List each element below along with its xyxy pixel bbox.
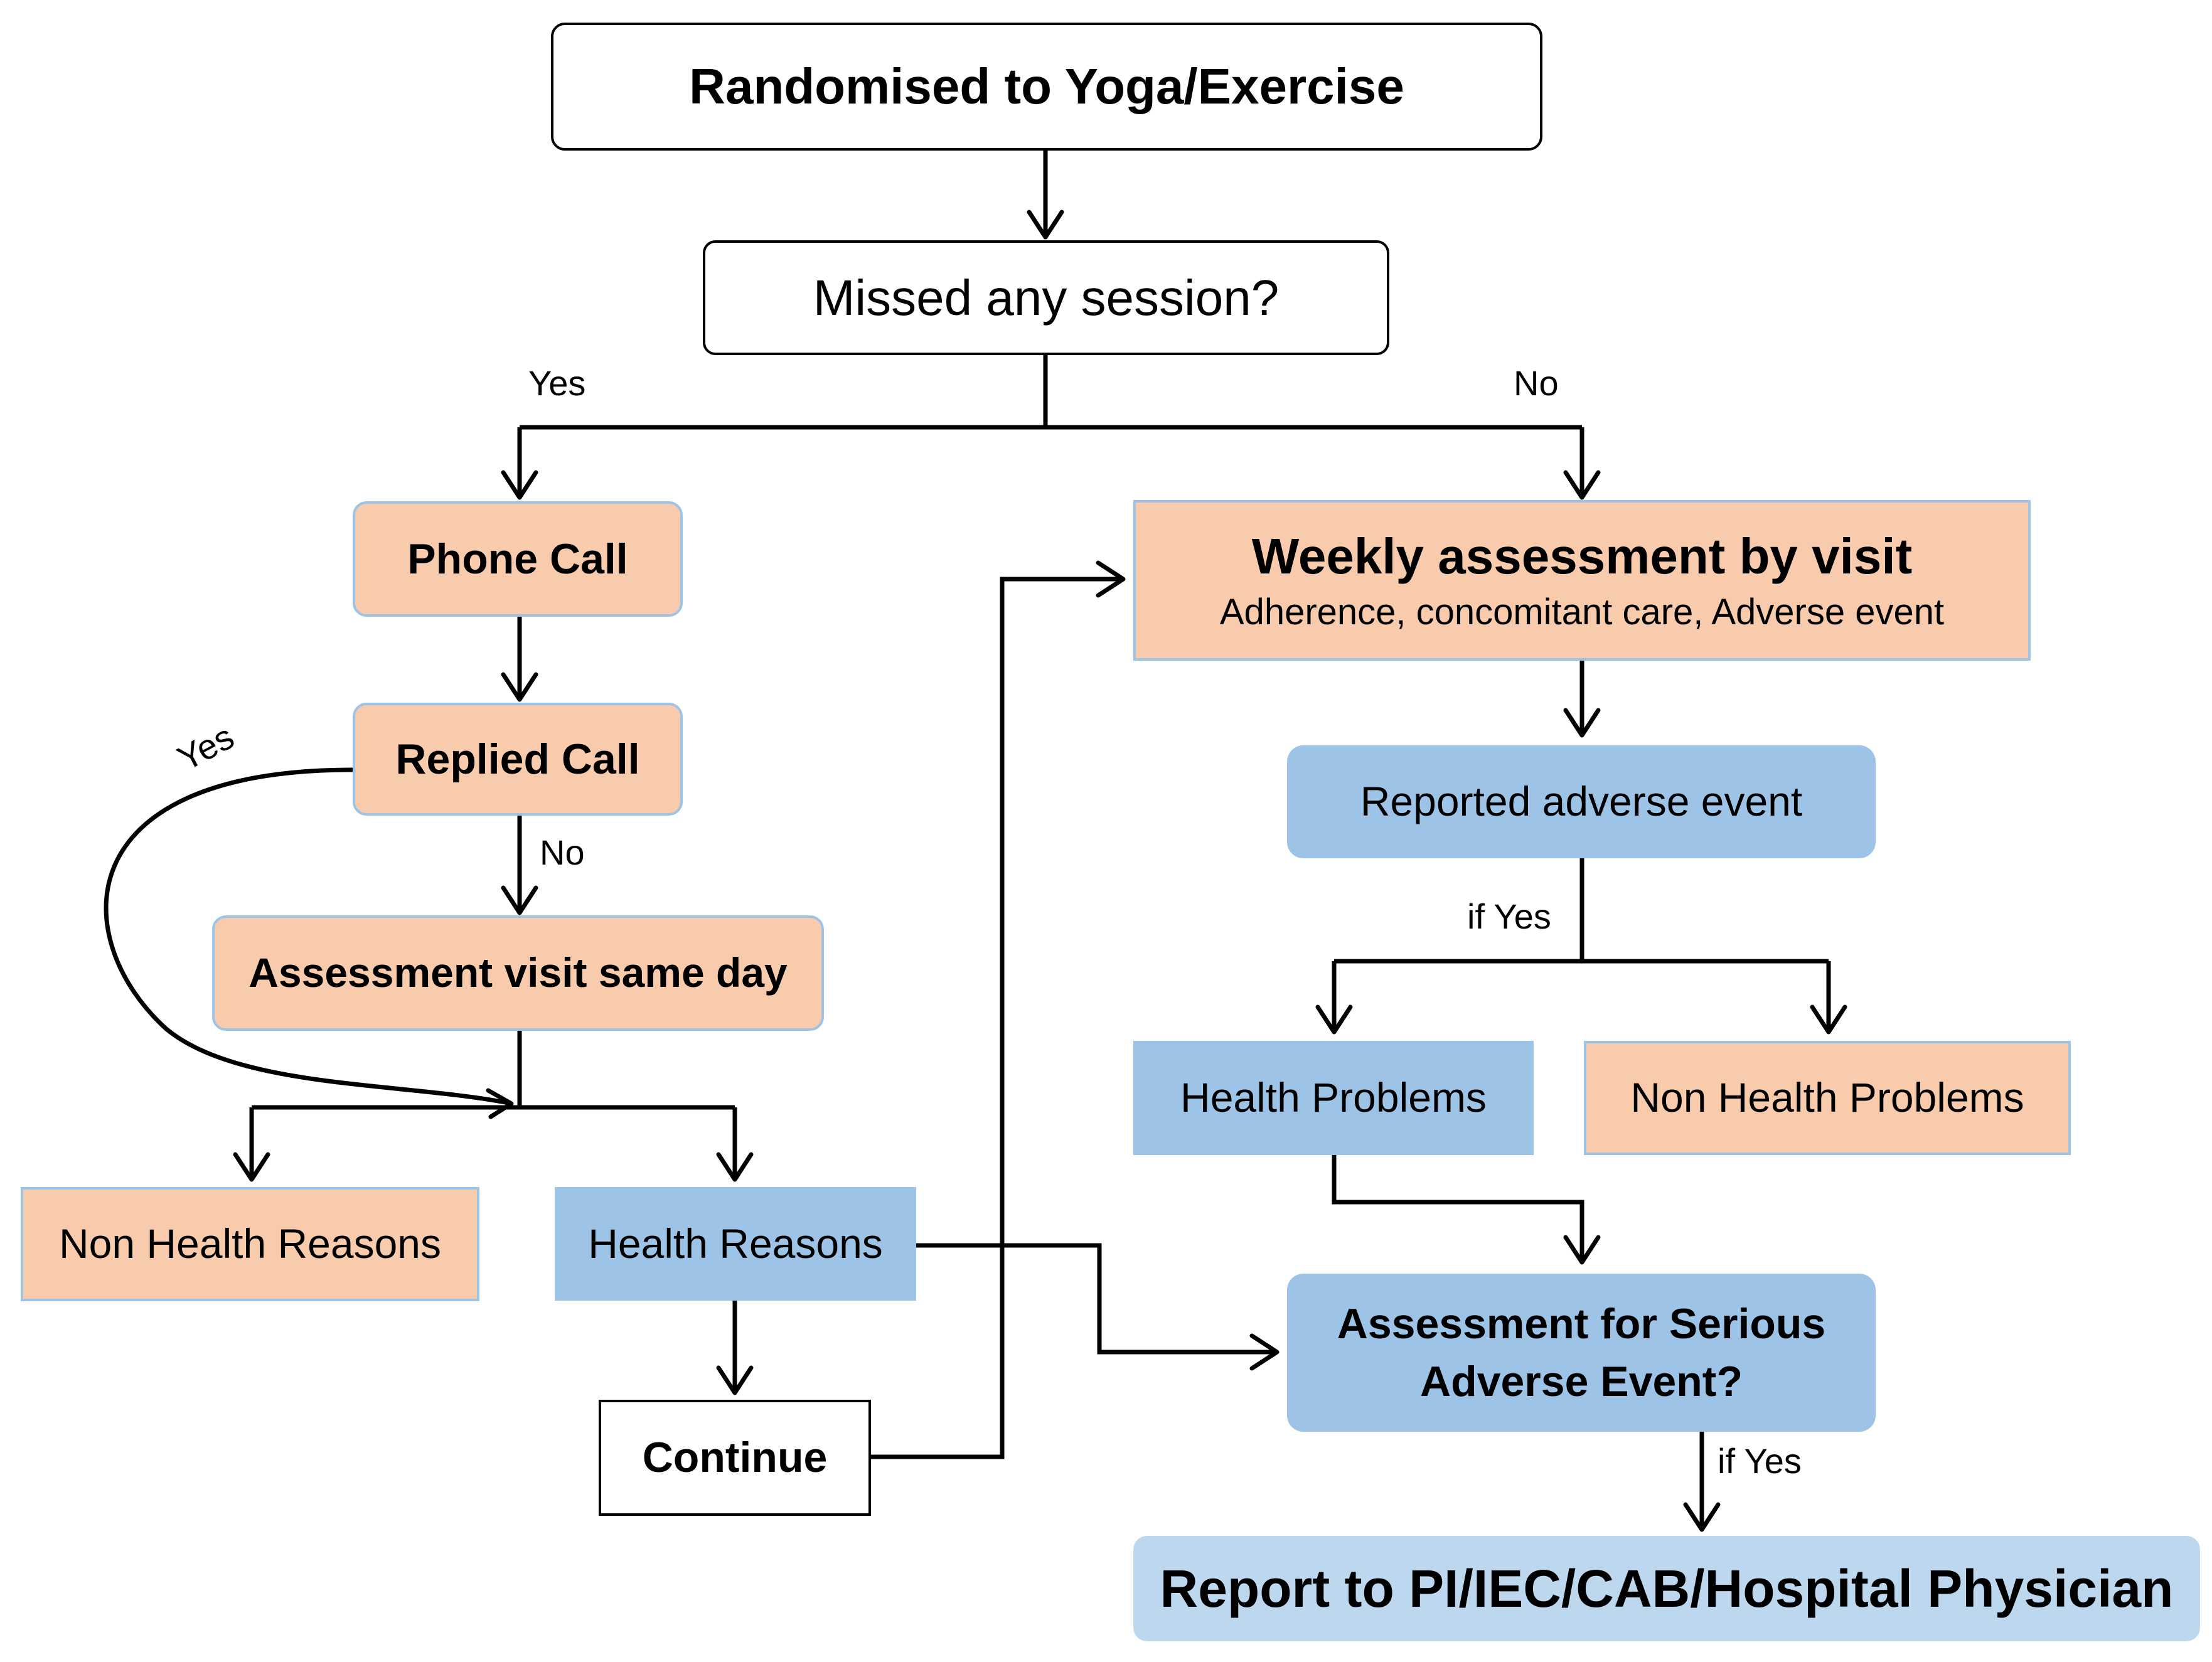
- label-no-replied: No: [540, 833, 585, 872]
- node-health-reasons-text: Health Reasons: [588, 1220, 883, 1267]
- arrowhead: [716, 1365, 754, 1395]
- node-weekly-assessment-subtitle: Adherence, concomitant care, Adverse eve…: [1219, 591, 1945, 632]
- node-replied-call-text: Replied Call: [395, 735, 640, 783]
- arrowhead: [716, 1152, 754, 1182]
- label-yes-missed: Yes: [528, 363, 586, 403]
- arrowhead: [486, 1088, 514, 1119]
- arrowhead: [1810, 1004, 1847, 1035]
- label-if-yes-reported: if Yes: [1467, 897, 1551, 936]
- arrowhead: [1249, 1333, 1280, 1371]
- arrowhead: [1563, 708, 1601, 738]
- node-weekly-assessment: Weekly assessment by visit Adherence, co…: [1133, 500, 2031, 661]
- node-continue-text: Continue: [642, 1434, 828, 1482]
- node-assessment-visit-text: Assessment visit same day: [248, 949, 788, 996]
- arrowhead: [501, 672, 538, 702]
- label-if-yes-serious: if Yes: [1718, 1441, 1802, 1481]
- node-replied-call: Replied Call: [353, 703, 683, 816]
- label-no-missed: No: [1514, 363, 1559, 403]
- connector-replied-yes-curve: [104, 767, 509, 1105]
- node-phone-call: Phone Call: [353, 501, 683, 617]
- node-missed-session: Missed any session?: [703, 240, 1389, 355]
- node-serious-adverse-event-line1: Assessment for Serious: [1337, 1299, 1826, 1348]
- node-non-health-problems-text: Non Health Problems: [1630, 1074, 2024, 1121]
- node-serious-adverse-event: Assessment for Serious Adverse Event?: [1287, 1274, 1876, 1432]
- node-non-health-problems: Non Health Problems: [1584, 1041, 2071, 1155]
- connector-reported-split: [1332, 858, 1831, 1032]
- arrowhead: [501, 470, 538, 500]
- connector-problems-serious: [1332, 1155, 1584, 1262]
- arrowhead: [501, 885, 538, 915]
- node-reported-adverse-event-text: Reported adverse event: [1360, 778, 1803, 825]
- node-serious-adverse-event-line2: Adverse Event?: [1420, 1358, 1743, 1405]
- node-non-health-reasons: Non Health Reasons: [21, 1187, 479, 1301]
- arrowhead: [1563, 1235, 1601, 1265]
- node-report-to: Report to PI/IEC/CAB/Hospital Physician: [1133, 1536, 2200, 1641]
- connector-merge-split: [249, 1105, 737, 1180]
- node-report-to-text: Report to PI/IEC/CAB/Hospital Physician: [1160, 1558, 2174, 1618]
- connector-continue-weekly: [869, 577, 1123, 1459]
- node-health-problems-text: Health Problems: [1180, 1074, 1487, 1121]
- arrowhead: [233, 1152, 270, 1182]
- node-missed-session-text: Missed any session?: [813, 269, 1280, 326]
- node-randomised-text: Randomised to Yoga/Exercise: [689, 58, 1404, 114]
- node-weekly-assessment-title: Weekly assessment by visit: [1251, 528, 1913, 584]
- node-health-reasons: Health Reasons: [555, 1187, 916, 1301]
- arrowhead: [1683, 1502, 1721, 1532]
- arrowhead: [1563, 470, 1601, 500]
- node-assessment-visit: Assessment visit same day: [212, 915, 824, 1031]
- node-continue: Continue: [599, 1400, 871, 1516]
- arrowhead: [1096, 560, 1126, 598]
- arrowhead: [1027, 210, 1064, 240]
- connector-health-serious: [915, 1243, 1277, 1355]
- node-phone-call-text: Phone Call: [407, 535, 628, 583]
- node-non-health-reasons-text: Non Health Reasons: [58, 1220, 442, 1267]
- arrowhead: [1315, 1004, 1353, 1035]
- connector-missed-split: [520, 355, 1582, 430]
- node-health-problems: Health Problems: [1133, 1041, 1534, 1155]
- node-randomised: Randomised to Yoga/Exercise: [551, 23, 1542, 151]
- node-reported-adverse-event: Reported adverse event: [1287, 745, 1876, 858]
